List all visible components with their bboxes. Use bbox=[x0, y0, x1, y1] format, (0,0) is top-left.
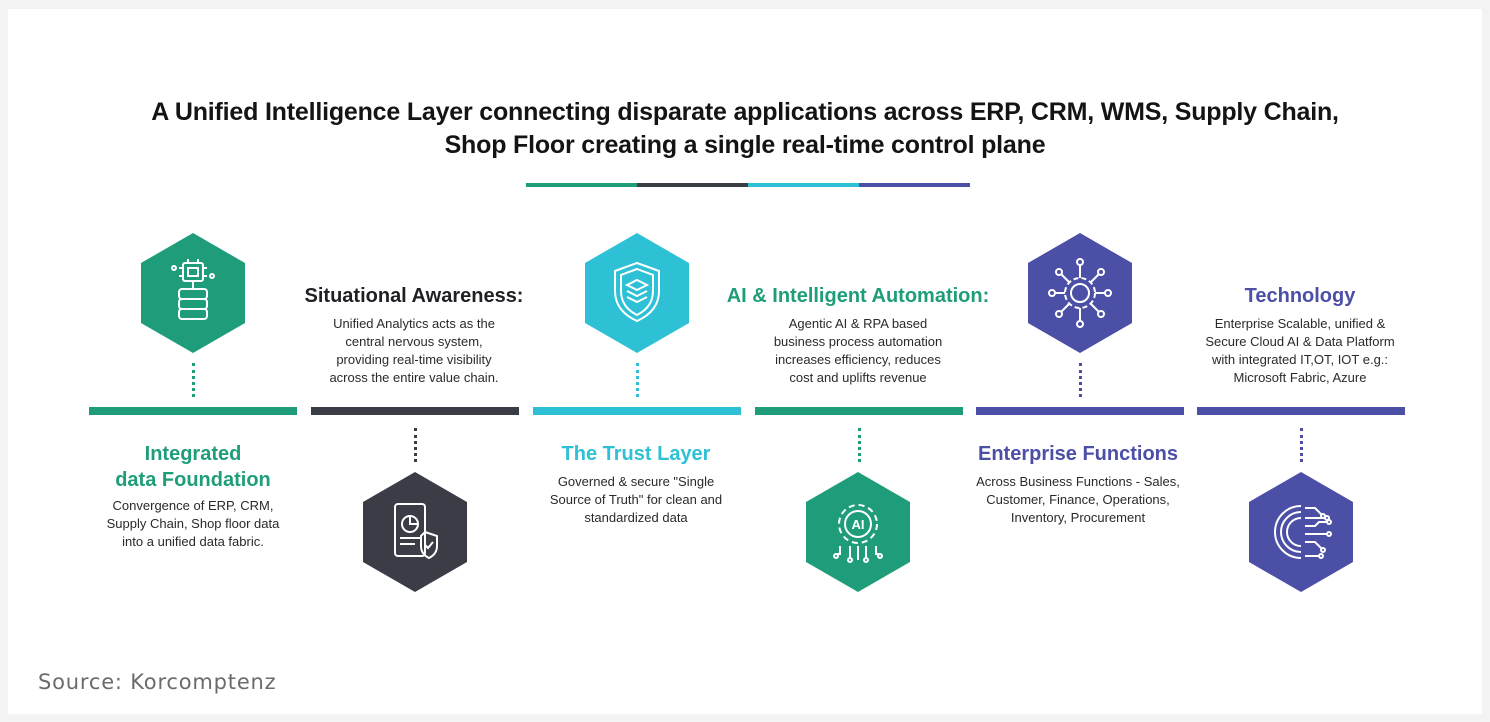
hexagon-integrated-data bbox=[141, 233, 245, 353]
hexagon-technology bbox=[1249, 472, 1353, 592]
pillar-6-body-line: Microsoft Fabric, Azure bbox=[1233, 370, 1367, 385]
pillar-5-body-line: Across Business Functions - Sales, bbox=[976, 474, 1180, 489]
pillar-3-body-line: Governed & secure "Single bbox=[557, 474, 715, 489]
pillar-3-body-line: standardized data bbox=[584, 510, 688, 525]
pillar-3-body-line: Source of Truth" for clean and bbox=[549, 492, 723, 507]
pillar-2-body-line: central nervous system, bbox=[345, 334, 483, 349]
pillar-ai-automation: AI & Intelligent Automation: Agentic AI … bbox=[710, 283, 1006, 387]
pillar-2-body-line: providing real-time visibility bbox=[336, 352, 492, 367]
connector-5 bbox=[1079, 363, 1084, 397]
timeline-segment-4 bbox=[755, 407, 963, 415]
pillar-2-body-line: across the entire value chain. bbox=[329, 370, 499, 385]
pillar-1-heading-line-1: Integrated bbox=[144, 443, 242, 465]
title-line-2: Shop Floor creating a single real-time c… bbox=[444, 131, 1046, 159]
pillar-3-body: Governed & secure "Single Source of Trut… bbox=[503, 473, 769, 527]
shield-layers-icon bbox=[585, 233, 689, 353]
pillar-3-heading: The Trust Layer bbox=[561, 443, 711, 465]
timeline-segment-3 bbox=[533, 407, 741, 415]
diagram-card bbox=[8, 9, 1482, 714]
timeline-segment-6 bbox=[1197, 407, 1405, 415]
gear-network-icon bbox=[1028, 233, 1132, 353]
svg-text:AI: AI bbox=[852, 517, 865, 532]
pillar-trust-layer: The Trust Layer Governed & secure "Singl… bbox=[503, 441, 769, 527]
pillar-5-body-line: Customer, Finance, Operations, bbox=[986, 492, 1170, 507]
pillar-1-body-line: Convergence of ERP, CRM, bbox=[112, 498, 274, 513]
pillar-integrated-data: Integrated data Foundation Convergence o… bbox=[60, 441, 326, 551]
hexagon-situational-awareness bbox=[363, 472, 467, 592]
pillar-6-body-line: with integrated IT,OT, IOT e.g.: bbox=[1211, 352, 1389, 367]
connector-2 bbox=[414, 428, 419, 462]
database-chip-icon bbox=[141, 233, 245, 353]
connector-3 bbox=[636, 363, 641, 397]
pillar-4-body-line: business process automation bbox=[773, 334, 943, 349]
pillar-2-body-line: Unified Analytics acts as the bbox=[333, 316, 495, 331]
source-caption: Source: Korcomptenz bbox=[38, 670, 277, 694]
pillar-1-heading-line-2: data Foundation bbox=[115, 469, 271, 491]
hexagon-ai-automation: AI bbox=[806, 472, 910, 592]
title-line-1: A Unified Intelligence Layer connecting … bbox=[151, 98, 1339, 126]
hexagon-trust-layer bbox=[585, 233, 689, 353]
pillar-4-heading: AI & Intelligent Automation: bbox=[726, 285, 990, 307]
pillar-2-body: Unified Analytics acts as the central ne… bbox=[280, 315, 548, 387]
pillar-5-body-line: Inventory, Procurement bbox=[1010, 510, 1146, 525]
title-accent-dark bbox=[637, 183, 748, 187]
connector-6 bbox=[1300, 428, 1305, 462]
timeline-segment-2 bbox=[311, 407, 519, 415]
pillar-5-body: Across Business Functions - Sales, Custo… bbox=[944, 473, 1212, 527]
ai-gear-icon: AI bbox=[806, 472, 910, 592]
pillar-6-body: Enterprise Scalable, unified & Secure Cl… bbox=[1166, 315, 1434, 387]
pillar-6-heading: Technology bbox=[1244, 285, 1356, 307]
pillar-1-body: Convergence of ERP, CRM, Supply Chain, S… bbox=[60, 497, 326, 551]
pillar-6-body-line: Enterprise Scalable, unified & bbox=[1214, 316, 1386, 331]
title-accent-cyan bbox=[748, 183, 859, 187]
pillar-1-body-line: Supply Chain, Shop floor data bbox=[106, 516, 280, 531]
pillar-6-body-line: Secure Cloud AI & Data Platform bbox=[1205, 334, 1395, 349]
timeline-segment-5 bbox=[976, 407, 1184, 415]
connector-1 bbox=[192, 363, 197, 397]
pillar-4-body-line: Agentic AI & RPA based bbox=[788, 316, 928, 331]
pillar-4-body-line: increases efficiency, reduces bbox=[775, 352, 941, 367]
analytics-shield-icon bbox=[363, 472, 467, 592]
pillar-4-body-line: cost and uplifts revenue bbox=[789, 370, 927, 385]
pillar-5-heading: Enterprise Functions bbox=[977, 443, 1179, 465]
pillar-situational-awareness: Situational Awareness: Unified Analytics… bbox=[280, 283, 548, 387]
diagram-title: A Unified Intelligence Layer connecting … bbox=[0, 96, 1490, 162]
title-accent-indigo bbox=[859, 183, 970, 187]
timeline-segment-1 bbox=[89, 407, 297, 415]
pillar-technology: Technology Enterprise Scalable, unified … bbox=[1166, 283, 1434, 387]
hexagon-enterprise-functions bbox=[1028, 233, 1132, 353]
title-accent-green bbox=[526, 183, 637, 187]
connector-4 bbox=[858, 428, 863, 462]
pillar-4-body: Agentic AI & RPA based business process … bbox=[710, 315, 1006, 387]
pillar-2-heading: Situational Awareness: bbox=[304, 285, 524, 307]
pillar-enterprise-functions: Enterprise Functions Across Business Fun… bbox=[944, 441, 1212, 527]
pillar-1-body-line: into a unified data fabric. bbox=[122, 534, 264, 549]
circuit-brain-icon bbox=[1249, 472, 1353, 592]
